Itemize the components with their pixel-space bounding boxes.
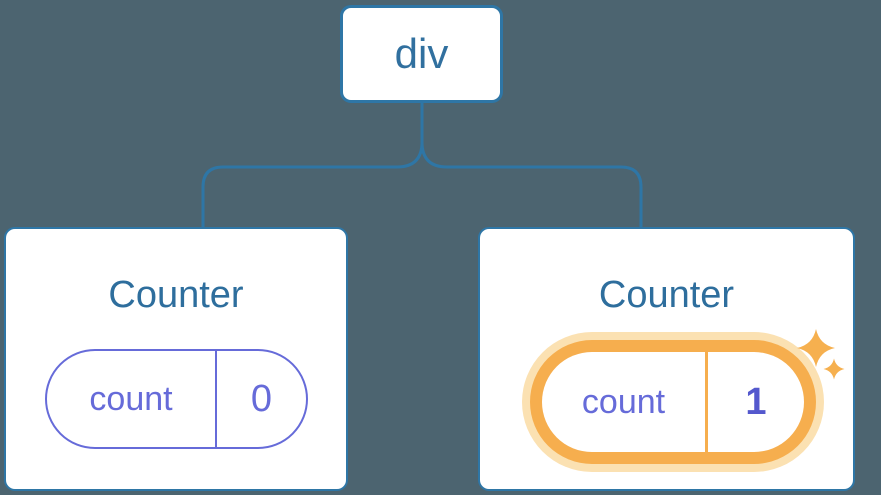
counter-card-left: Counter count 0 <box>4 227 348 491</box>
state-key-label: count <box>89 380 173 418</box>
state-value: 0 <box>250 378 273 420</box>
connector-right-branch <box>420 102 643 230</box>
state-pill-highlight-ring: count 1 <box>530 340 816 464</box>
connector-left-branch <box>201 102 424 230</box>
component-title: Counter <box>598 274 735 316</box>
state-key-segment: count <box>542 352 708 452</box>
root-node-div: div <box>340 5 503 103</box>
counter-card-right: Counter count 1 <box>478 227 855 491</box>
state-value-segment: 0 <box>217 351 306 447</box>
state-value: 1 <box>745 381 767 423</box>
state-pill: count 0 <box>45 349 308 449</box>
state-value-segment: 1 <box>708 352 804 452</box>
state-pill-highlight-halo: count 1 <box>522 332 824 472</box>
state-key-label: count <box>581 383 666 421</box>
root-node-label: div <box>394 30 449 77</box>
component-title: Counter <box>108 274 244 316</box>
state-key-segment: count <box>47 351 217 447</box>
state-pill: count 1 <box>542 352 804 452</box>
